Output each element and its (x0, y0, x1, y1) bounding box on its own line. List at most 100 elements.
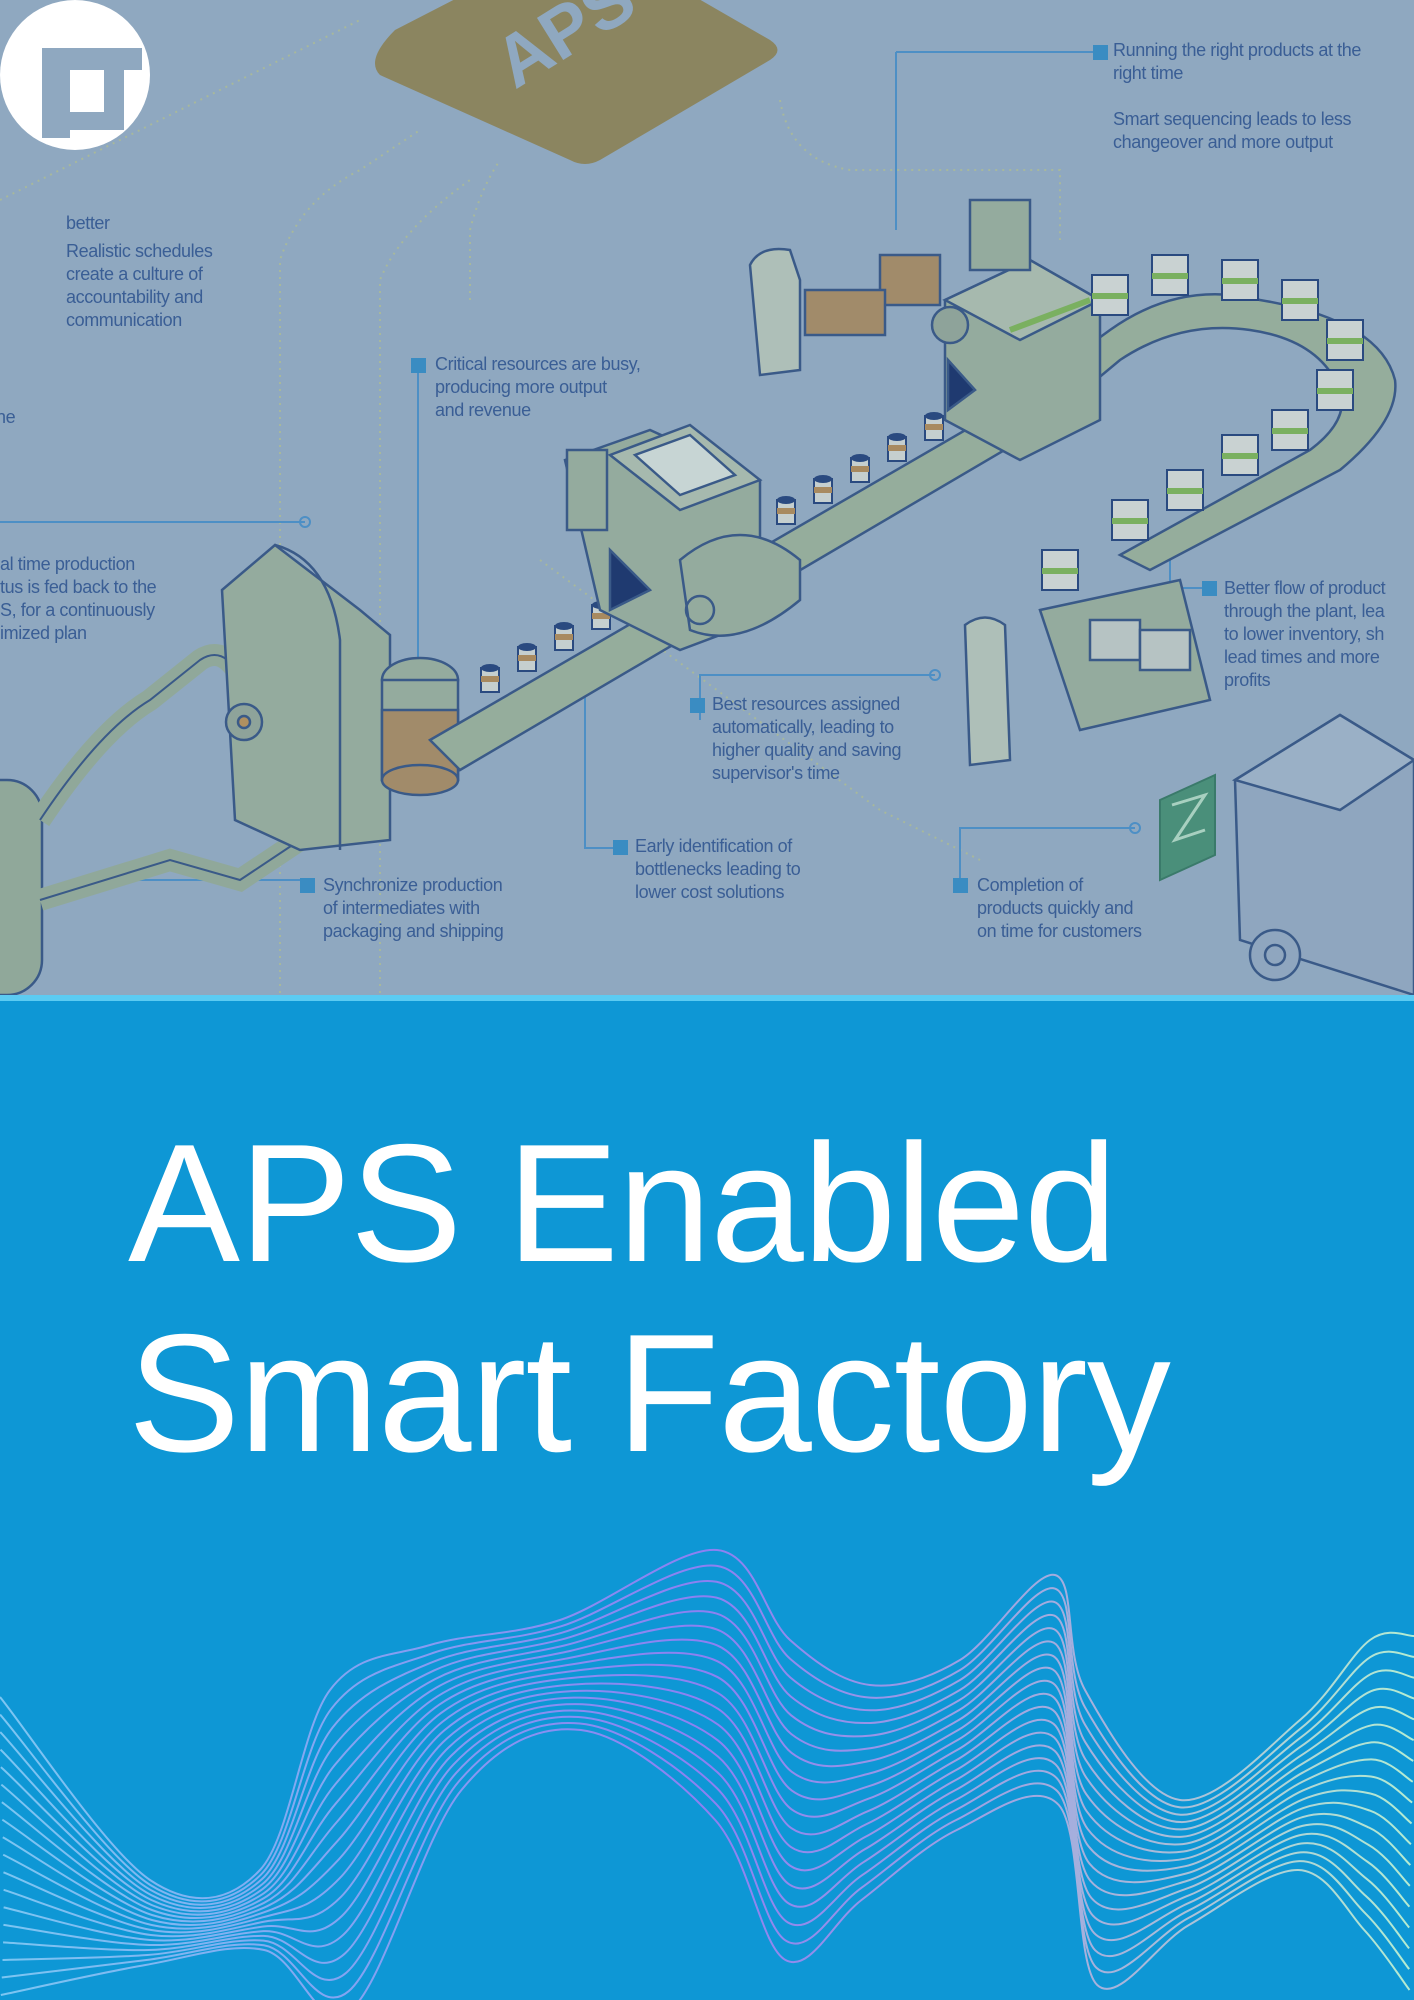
filling-machine (563, 423, 802, 652)
callout-marker (411, 358, 426, 373)
callout-partial: ne (0, 406, 16, 429)
product-box (1316, 369, 1354, 411)
product-can (480, 664, 500, 693)
product-boxes (1041, 254, 1364, 591)
document-title: APS Enabled Smart Factory (128, 1108, 1171, 1488)
wave-line (3, 1696, 1411, 1942)
wave-line (0, 1728, 1411, 2000)
mixer-machine (220, 543, 460, 852)
wave-line (3, 1703, 1411, 1948)
callout-line: through the plant, lea (1224, 601, 1385, 621)
wave-line (2, 1715, 1410, 1981)
wave-line (1, 1722, 1410, 1999)
callout-better-flow: Better flow of product through the plant,… (1224, 577, 1386, 692)
product-box (1091, 274, 1129, 316)
callout-better: better (66, 212, 110, 235)
callout-line: lower cost solutions (635, 882, 785, 902)
callout-line: on time for customers (977, 921, 1142, 941)
callout-line: products quickly and (977, 898, 1134, 918)
product-box (1221, 434, 1259, 476)
wave-line (3, 1689, 1412, 1938)
callout-line: lead times and more (1224, 647, 1380, 667)
callout-marker (1093, 45, 1108, 60)
callout-marker (953, 878, 968, 893)
callout-line: producing more output (435, 377, 607, 397)
callout-line: and revenue (435, 400, 531, 420)
product-can (813, 475, 833, 504)
callout-critical-resources: Critical resources are busy, producing mo… (435, 353, 641, 422)
aps-badge: APS (375, 0, 778, 164)
callout-line (1113, 85, 1361, 108)
callout-line: changeover and more output (1113, 132, 1333, 152)
callout-line: imized plan (0, 623, 87, 643)
wave-line (0, 1579, 1414, 1906)
product-box (1111, 499, 1149, 541)
callout-line: al time production (0, 554, 135, 574)
callout-line: packaging and shipping (323, 921, 504, 941)
callout-line: to lower inventory, sh (1224, 624, 1384, 644)
product-box (1041, 549, 1079, 591)
callout-line: communication (66, 310, 182, 330)
callout-connectors (0, 51, 1210, 888)
delivery-truck (1231, 713, 1414, 995)
wave-line (3, 1709, 1410, 1964)
product-box (1221, 259, 1259, 301)
wave-line (0, 1624, 1414, 1916)
product-box (1271, 409, 1309, 451)
product-box (1281, 279, 1319, 321)
accent-stripe (0, 995, 1414, 1001)
callout-line: Synchronize production (323, 875, 503, 895)
callout-line: Running the right products at the (1113, 40, 1361, 60)
product-box (1166, 469, 1204, 511)
callout-line: accountability and (66, 287, 203, 307)
wave-line (2, 1663, 1413, 1926)
wave-line (1, 1638, 1414, 1920)
product-can (517, 643, 537, 672)
callout-marker (690, 698, 705, 713)
hourglass-icon (1159, 773, 1216, 882)
company-logo (0, 0, 150, 150)
callout-line: right time (1113, 63, 1184, 83)
title-banner (0, 1001, 1414, 2000)
callout-best-resources: Best resources assigned automatically, le… (712, 693, 902, 785)
wave-line (2, 1674, 1413, 1930)
factory-illustration: APS (0, 0, 1414, 995)
callout-right-products: Running the right products at the right t… (1113, 39, 1361, 154)
callout-line: tus is fed back to the (0, 577, 157, 597)
title-line-2: Smart Factory (128, 1299, 1171, 1487)
callout-real-time-status: al time production tus is fed back to the… (0, 553, 157, 645)
callout-marker (613, 840, 628, 855)
wave-line (0, 1548, 1414, 1900)
callout-line: bottlenecks leading to (635, 859, 801, 879)
callout-line: supervisor's time (712, 763, 840, 783)
product-can (850, 454, 870, 483)
callout-line: better (66, 213, 110, 233)
callout-line: Best resources assigned (712, 694, 900, 714)
product-box (1151, 254, 1189, 296)
wave-lines-decoration (0, 1548, 1414, 2000)
wave-line (0, 1564, 1414, 1903)
hero-illustration: APS (0, 0, 1414, 995)
wave-line (3, 1682, 1412, 1934)
product-can (924, 412, 944, 441)
callout-line: Early identification of (635, 836, 792, 856)
callout-line: higher quality and saving (712, 740, 902, 760)
wave-line (0, 1595, 1414, 1909)
product-box (1326, 319, 1364, 361)
callout-realistic-schedules: Realistic schedules create a culture of ac… (66, 240, 213, 332)
worker-figures (748, 247, 1212, 767)
callout-line: profits (1224, 670, 1271, 690)
title-line-1: APS Enabled (128, 1109, 1117, 1297)
callout-line: create a culture of (66, 264, 203, 284)
callout-line: automatically, leading to (712, 717, 894, 737)
callout-marker (1202, 581, 1217, 596)
labelling-machine (803, 198, 1103, 462)
product-can (776, 496, 796, 525)
callout-marker (300, 878, 315, 893)
callout-line: Better flow of product (1224, 578, 1386, 598)
callout-line: Critical resources are busy, (435, 354, 641, 374)
wave-line (0, 1610, 1414, 1913)
callout-line: Realistic schedules (66, 241, 213, 261)
